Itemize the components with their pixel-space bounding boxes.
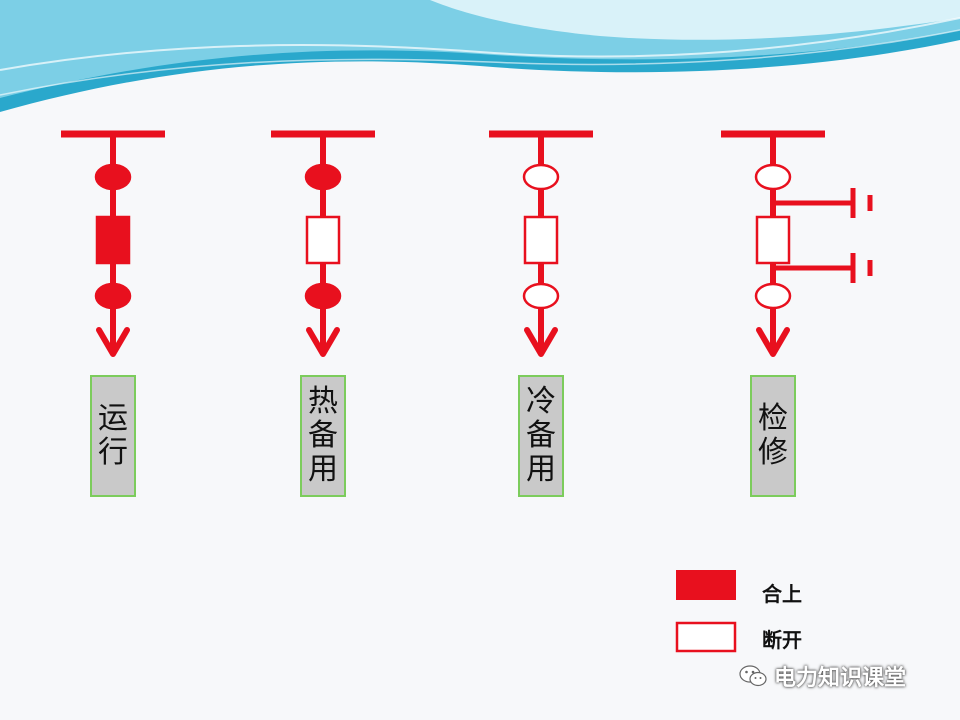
state-label-1: 运行 (90, 375, 136, 497)
state-label-char: 用 (526, 452, 556, 487)
arrow-head (306, 327, 340, 357)
legend-open-label: 断开 (762, 628, 802, 652)
circuit-breaker (305, 215, 341, 265)
state-diagram-3 (489, 130, 593, 357)
state-label-char: 热 (308, 384, 338, 419)
legend-closed-symbol (676, 570, 736, 600)
arrow-head (756, 327, 790, 357)
arrow-head (524, 327, 558, 357)
state-label-3: 冷备用 (518, 375, 564, 497)
state-label-char: 冷 (526, 384, 556, 419)
state-diagram-2 (271, 130, 375, 357)
watermark-text: 电力知识课堂 (774, 666, 907, 691)
circuit-breaker (95, 215, 131, 265)
state-label-char: 用 (308, 452, 338, 487)
arrow-head (96, 327, 130, 357)
grounding-switch-1 (773, 188, 873, 218)
wechat-icon (739, 665, 767, 687)
state-label-2: 热备用 (300, 375, 346, 497)
disconnector-bottom (94, 282, 132, 310)
state-label-char: 备 (308, 418, 338, 453)
legend-closed-label: 合上 (762, 582, 802, 606)
watermark: 电力知识课堂 (738, 660, 906, 692)
state-label-char: 行 (98, 435, 128, 470)
state-label-4: 检修 (750, 375, 796, 497)
disconnector-bottom (522, 282, 560, 310)
state-label-char: 运 (98, 401, 128, 436)
disconnector-top (94, 163, 132, 191)
state-label-char: 修 (758, 435, 788, 470)
disconnector-top (522, 163, 560, 191)
legend-open-symbol (675, 621, 737, 653)
disconnector-bottom (304, 282, 342, 310)
state-label-char: 备 (526, 418, 556, 453)
header-wave-decoration (0, 0, 960, 112)
state-diagram-4 (721, 130, 873, 357)
circuit-breaker (523, 215, 559, 265)
state-label-char: 检 (758, 401, 788, 436)
circuit-breaker (755, 215, 791, 265)
disconnector-top (754, 163, 792, 191)
state-diagram-1 (61, 130, 165, 357)
grounding-switch-2 (773, 253, 873, 283)
state-diagrams (61, 130, 873, 357)
disconnector-top (304, 163, 342, 191)
legend (675, 570, 737, 653)
disconnector-bottom (754, 282, 792, 310)
